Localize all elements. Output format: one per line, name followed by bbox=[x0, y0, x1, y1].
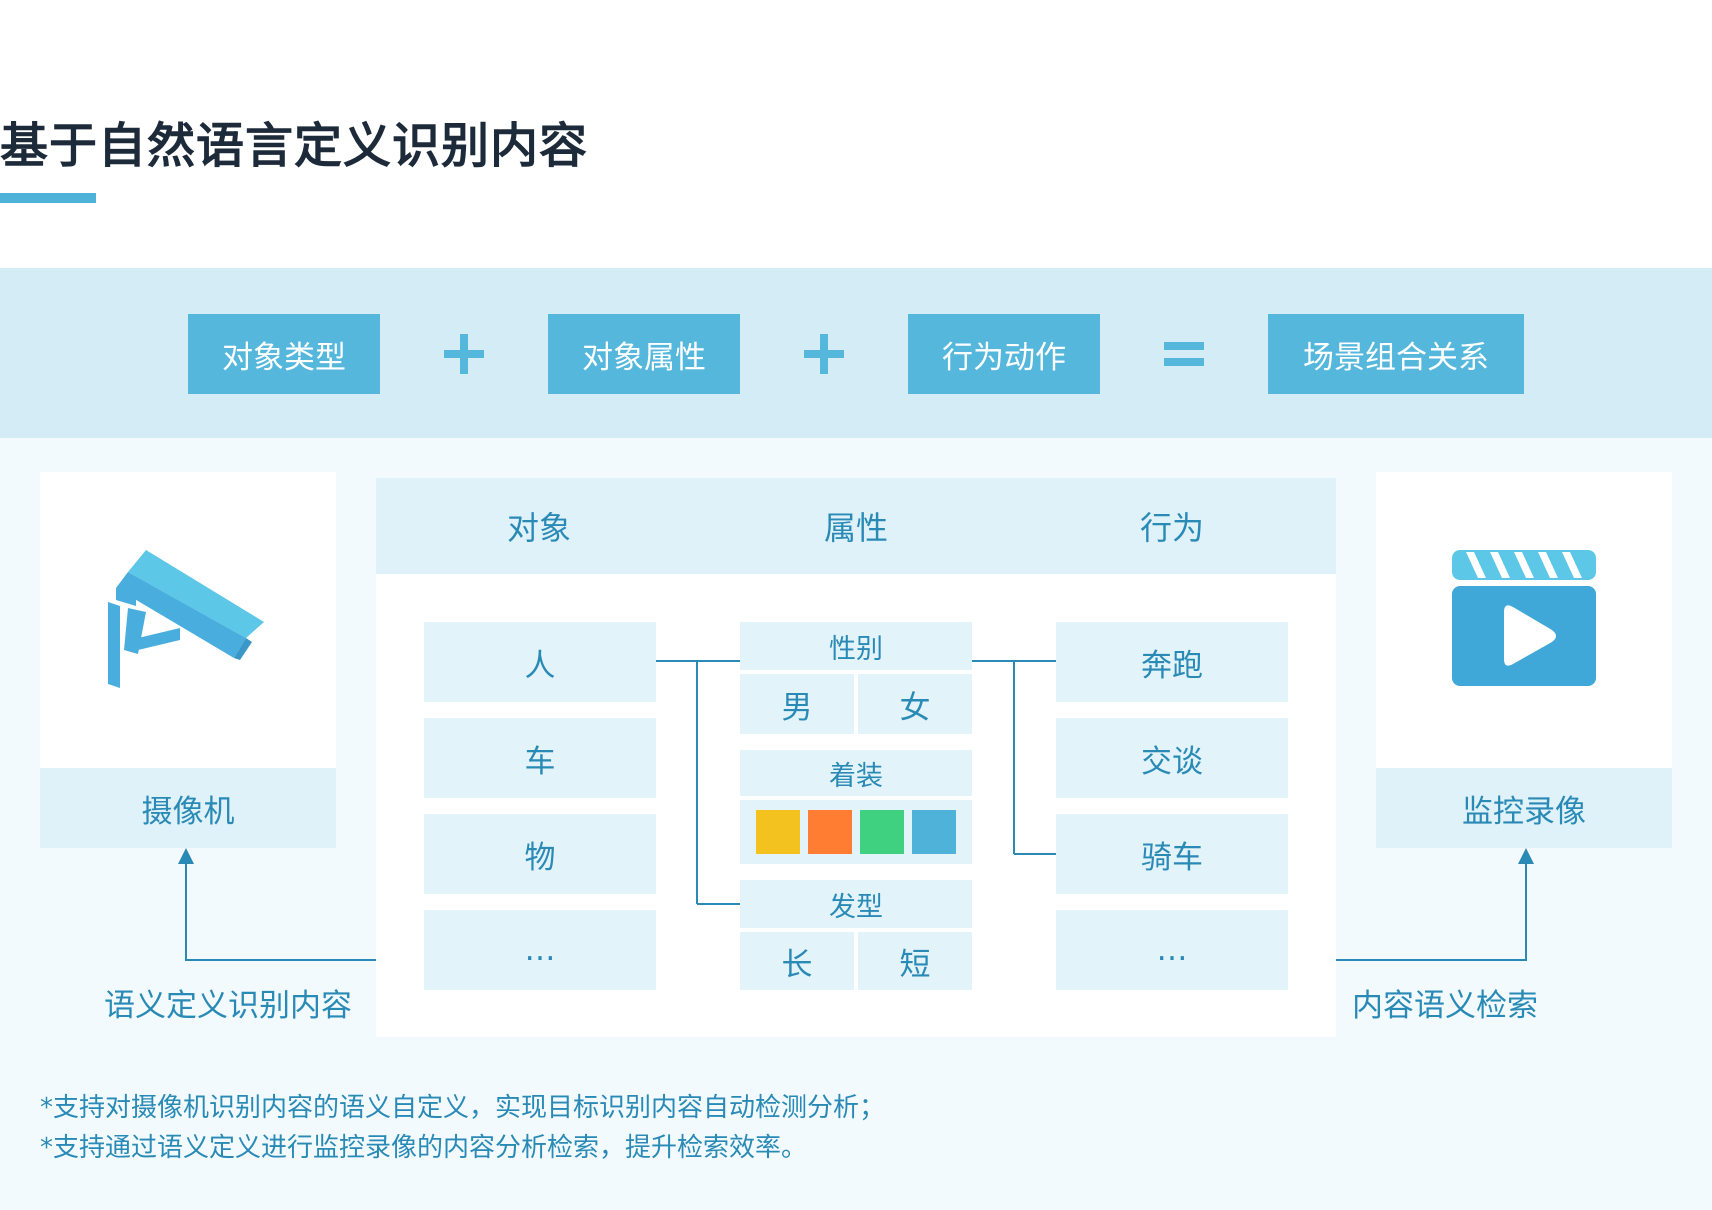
recording-card bbox=[1376, 472, 1672, 768]
footnote-2: *支持通过语义定义进行监控录像的内容分析检索，提升检索效率。 bbox=[40, 1133, 808, 1163]
formula-object-type: 对象类型 bbox=[188, 314, 380, 394]
recording-label: 监控录像 bbox=[1376, 768, 1672, 848]
attribute-hairstyle: 发型 bbox=[740, 880, 972, 928]
column-header bbox=[376, 478, 1336, 574]
plus-icon bbox=[794, 314, 854, 394]
video-play-icon bbox=[1452, 550, 1596, 686]
caption-semantic-search: 内容语义检索 bbox=[1352, 988, 1538, 1024]
footnote-1: *支持对摄像机识别内容的语义自定义，实现目标识别内容自动检测分析； bbox=[40, 1093, 886, 1123]
object-item: 物 bbox=[424, 814, 656, 894]
title-underline bbox=[0, 193, 96, 203]
action-cycling: 骑车 bbox=[1056, 814, 1288, 894]
security-camera-icon bbox=[108, 550, 264, 688]
formula-object-attribute: 对象属性 bbox=[548, 314, 740, 394]
object-more: … bbox=[424, 910, 656, 990]
gender-male: 男 bbox=[740, 674, 854, 734]
column-object: 对象 bbox=[506, 509, 571, 547]
object-person: 人 bbox=[424, 622, 656, 702]
color-swatch-yellow bbox=[756, 810, 800, 854]
formula-scene-relation: 场景组合关系 bbox=[1268, 314, 1524, 394]
column-attribute: 属性 bbox=[823, 509, 888, 547]
action-more: … bbox=[1056, 910, 1288, 990]
caption-semantic-define: 语义定义识别内容 bbox=[104, 988, 352, 1024]
color-swatch-green bbox=[860, 810, 904, 854]
color-swatch-blue bbox=[912, 810, 956, 854]
color-swatch-orange bbox=[808, 810, 852, 854]
formula-behavior-action: 行为动作 bbox=[908, 314, 1100, 394]
column-action: 行为 bbox=[1139, 509, 1204, 547]
gender-female: 女 bbox=[858, 674, 972, 734]
attribute-gender: 性别 bbox=[740, 622, 972, 670]
hair-short: 短 bbox=[858, 932, 972, 990]
object-vehicle: 车 bbox=[424, 718, 656, 798]
attribute-clothing: 着装 bbox=[740, 750, 972, 796]
action-talking: 交谈 bbox=[1056, 718, 1288, 798]
action-running: 奔跑 bbox=[1056, 622, 1288, 702]
clothing-color-swatches bbox=[740, 800, 972, 864]
camera-card bbox=[40, 472, 336, 768]
equals-icon bbox=[1154, 314, 1214, 394]
plus-icon bbox=[434, 314, 494, 394]
camera-label: 摄像机 bbox=[40, 768, 336, 848]
page-title: 基于自然语言定义识别内容 bbox=[0, 118, 589, 174]
hair-long: 长 bbox=[740, 932, 854, 990]
